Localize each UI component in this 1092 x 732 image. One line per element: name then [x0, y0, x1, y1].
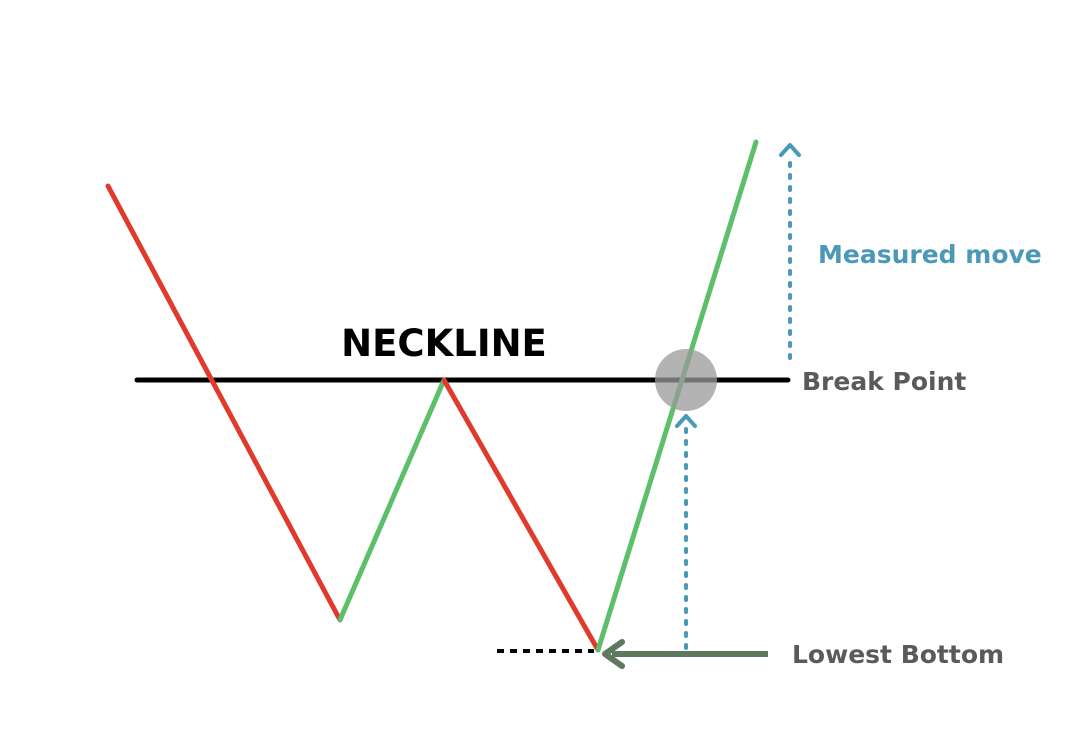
lowest-bottom-label: Lowest Bottom: [792, 640, 1004, 669]
break-point-marker: [655, 349, 717, 411]
neckline-label: NECKLINE: [341, 322, 547, 365]
upper-measure-up-arrow-icon: [779, 143, 801, 157]
first-up-leg: [337, 377, 447, 623]
left-arrow-icon: [602, 639, 625, 669]
lower-measure-up-arrow-icon: [675, 414, 697, 428]
measured-move-label: Measured move: [818, 240, 1042, 269]
break-point-label: Break Point: [802, 367, 966, 396]
first-down-leg: [105, 183, 343, 623]
second-down-leg: [441, 377, 601, 653]
